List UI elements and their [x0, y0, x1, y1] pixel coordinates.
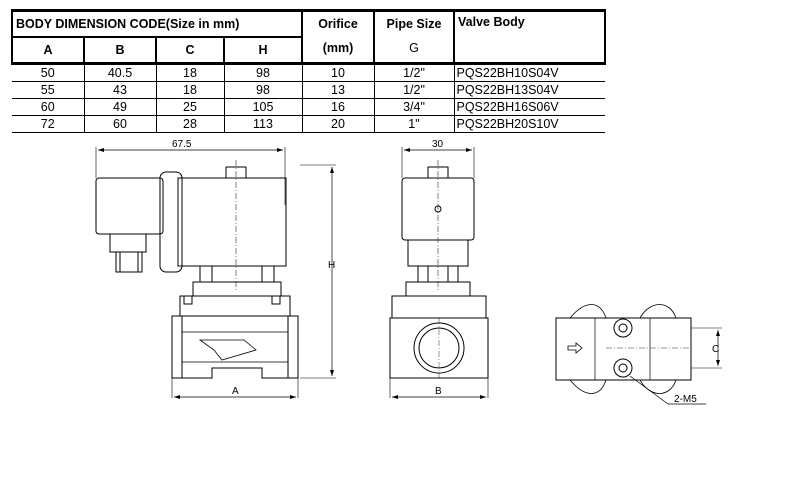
flow-arrow-icon [567, 342, 583, 354]
header-b: B [84, 36, 157, 65]
bonnet [179, 295, 291, 317]
cell-model: PQS22BH20S10V [453, 115, 605, 133]
cell-b: 40.5 [83, 63, 156, 82]
cell-h: 113 [223, 115, 302, 133]
body-line [182, 331, 288, 363]
cell-b: 60 [83, 115, 156, 133]
cell-h: 105 [223, 98, 302, 116]
diaphragm-seat [198, 339, 257, 361]
cell-c: 18 [155, 63, 224, 82]
screw-hole-inner [618, 363, 628, 373]
cell-h: 98 [223, 63, 302, 82]
header-h: H [224, 36, 303, 65]
coil-housing [177, 177, 287, 267]
cell-h: 98 [223, 81, 302, 99]
body-outline [555, 317, 692, 381]
dim-c-label: C [712, 344, 719, 355]
screw-hole [613, 318, 633, 338]
table-row: 60 49 25 105 16 3/4" PQS22BH16S06V [12, 98, 605, 116]
header-c: C [156, 36, 225, 65]
gland-nut [115, 251, 143, 273]
dim-b-label: B [435, 386, 442, 397]
front-view: 67.5 A [95, 139, 336, 399]
header-a: A [11, 36, 85, 65]
cell-c: 25 [155, 98, 224, 116]
cell-pipe: 1" [373, 115, 454, 133]
cell-a: 72 [12, 115, 84, 133]
bonnet [391, 295, 487, 319]
cell-model: PQS22BH16S06V [453, 98, 605, 116]
cell-model: PQS22BH10S04V [453, 63, 605, 82]
cable-gland [109, 233, 147, 253]
cell-b: 43 [83, 81, 156, 99]
cell-c: 28 [155, 115, 224, 133]
connector-plug [95, 177, 164, 235]
cell-pipe: 3/4" [373, 98, 454, 116]
cell-orifice: 13 [301, 81, 374, 99]
port-right [287, 315, 299, 379]
header-orifice-unit: (mm) [322, 41, 354, 55]
dim-a-label: A [232, 386, 239, 397]
dimension-table: BODY DIMENSION CODE(Size in mm) Orifice … [11, 9, 606, 133]
screw-head [183, 295, 193, 305]
dim-h-label: H [328, 260, 335, 271]
header-orifice: Orifice (mm) [302, 9, 375, 65]
cell-orifice: 10 [301, 63, 374, 82]
screws-label: 2-M5 [674, 394, 697, 405]
side-view: 30 B [389, 139, 489, 399]
table-row: 55 43 18 98 13 1/2" PQS22BH13S04V [12, 81, 605, 99]
header-valve-body: Valve Body [454, 9, 606, 65]
cell-model: PQS22BH13S04V [453, 81, 605, 99]
cell-pipe: 1/2" [373, 63, 454, 82]
top-nut [225, 166, 247, 179]
screw-hole [613, 358, 633, 378]
cell-a: 50 [12, 63, 84, 82]
top-nut [427, 166, 449, 179]
header-pipe-size-label: Pipe Size [386, 17, 442, 31]
screw-head [271, 295, 281, 305]
screw-hole-inner [618, 323, 628, 333]
cell-c: 18 [155, 81, 224, 99]
port-curve [569, 379, 677, 394]
leader-line [629, 375, 669, 405]
bonnet-flange [192, 281, 282, 297]
cell-orifice: 20 [301, 115, 374, 133]
cell-a: 60 [12, 98, 84, 116]
cell-pipe: 1/2" [373, 81, 454, 99]
header-pipe-size-unit: G [409, 41, 419, 55]
header-orifice-label: Orifice [318, 17, 358, 31]
table-row: 50 40.5 18 98 10 1/2" PQS22BH10S04V [12, 63, 605, 82]
bottom-view: C 2-M5 [555, 304, 722, 405]
dim-depth-label: 30 [432, 139, 444, 150]
header-pipe-size: Pipe Size G [374, 9, 455, 65]
port-curve [569, 304, 677, 319]
cell-orifice: 16 [301, 98, 374, 116]
port-left [171, 315, 183, 379]
cell-a: 55 [12, 81, 84, 99]
header-body-dimension: BODY DIMENSION CODE(Size in mm) [11, 9, 303, 37]
cell-b: 49 [83, 98, 156, 116]
stem-nut [199, 265, 275, 283]
dim-width-label: 67.5 [172, 139, 192, 150]
valve-body [171, 315, 299, 379]
coil-end-cap [159, 171, 183, 273]
table-row: 72 60 28 113 20 1" PQS22BH20S10V [12, 115, 605, 133]
